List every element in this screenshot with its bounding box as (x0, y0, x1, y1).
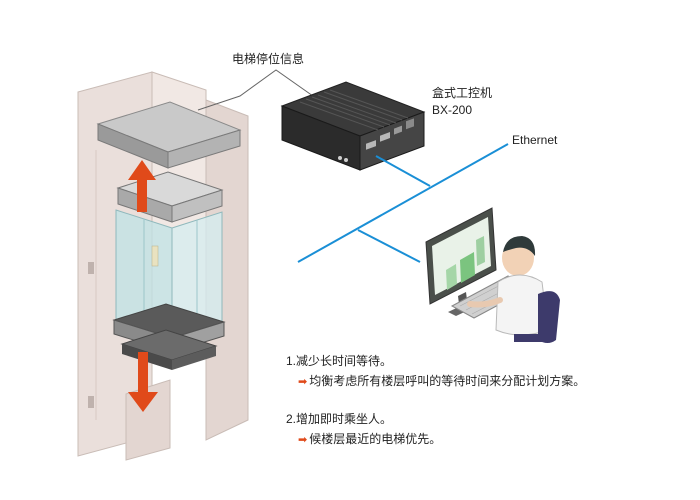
info-link-lines (197, 69, 331, 111)
note-2-title: 2.增加即时乘坐人。 (286, 412, 393, 426)
industrial-pc-device (280, 81, 426, 171)
note-1-detail-text: 均衡考虑所有楼层呼叫的等待时间来分配计划方案。 (309, 374, 586, 388)
note-2-detail: ➡候楼层最近的电梯优先。 (298, 432, 441, 448)
note-2-detail-text: 候楼层最近的电梯优先。 (309, 432, 442, 446)
device-name-label: 盒式工控机 (432, 86, 493, 100)
position-info-label: 电梯停位信息 (232, 52, 305, 66)
up-arrow-icon (128, 160, 156, 212)
operator-workstation (425, 207, 560, 343)
red-arrow-icon: ➡ (298, 376, 308, 388)
note-1-detail: ➡均衡考虑所有楼层呼叫的等待时间来分配计划方案。 (298, 374, 585, 390)
machine-platform (96, 101, 242, 169)
device-model-label: BX-200 (432, 103, 473, 117)
ethernet-label: Ethernet (512, 133, 558, 147)
down-arrow-icon (128, 352, 158, 412)
elevator-car (112, 171, 226, 370)
ethernet-network-lines (297, 143, 509, 263)
note-1-title: 1.减少长时间等待。 (286, 354, 393, 368)
red-arrow-icon: ➡ (298, 434, 308, 446)
